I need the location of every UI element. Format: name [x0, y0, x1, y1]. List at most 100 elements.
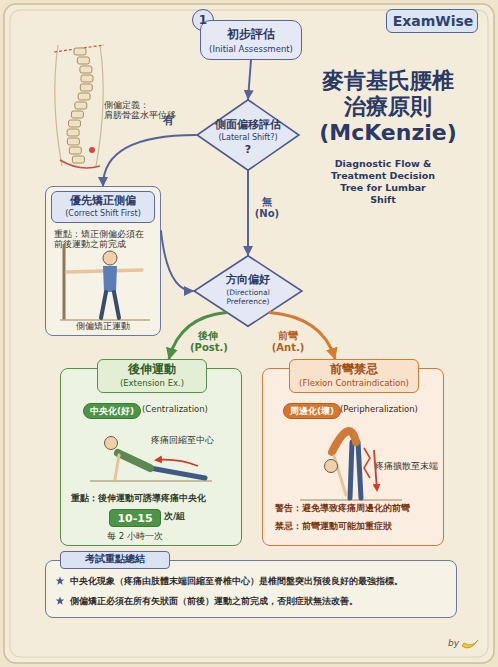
- torso-outline: [96, 45, 103, 166]
- process-box: 初步評估 (Initial Assessment): [200, 20, 302, 60]
- wall: [63, 244, 66, 320]
- node-text: (Directional Preference): [208, 288, 288, 306]
- process-box: 優先矯正側偏 (Correct Shift First) 重點：矯正側偏必須在 前後…: [45, 186, 161, 336]
- vertebra: [69, 147, 81, 154]
- star-bullet: [56, 577, 65, 585]
- vertebra: [67, 138, 79, 145]
- vertebra: [80, 84, 92, 91]
- node-text: 前彎禁忌: [289, 362, 419, 376]
- head: [103, 251, 117, 265]
- extension-figure: [90, 437, 212, 482]
- node-text: 重點：矯正側偏必須在 前後運動之前完成: [54, 229, 156, 249]
- node-text: 初步評估: [201, 27, 301, 41]
- vertebra: [74, 48, 86, 55]
- status-pill: 周邊化(壞): [283, 403, 341, 419]
- arm: [334, 456, 346, 495]
- decision-diamond: 方向偏好 (Directional Preference): [193, 255, 303, 327]
- flexion-figure: [300, 431, 402, 500]
- annotation-label: by: [448, 638, 459, 649]
- vertebra: [77, 57, 89, 64]
- vertebra: [75, 102, 87, 109]
- floor: [60, 319, 150, 321]
- annotation-label: 每 2 小時一次: [95, 531, 175, 541]
- spine-illustration: [54, 45, 104, 168]
- arms: [67, 270, 142, 272]
- node-text: ExamWise: [387, 13, 479, 30]
- pain-spot: [89, 147, 95, 153]
- flow-arrow: [169, 313, 226, 358]
- node-text: (Lateral Shift?): [196, 133, 300, 143]
- edge-label: 無 (No): [254, 196, 280, 220]
- node-text: 疼痛回縮至中心: [151, 435, 235, 445]
- node-text: 中央化(好): [84, 406, 140, 417]
- vertebra: [69, 120, 81, 127]
- pain-arrow: [374, 450, 377, 490]
- head: [105, 437, 118, 450]
- annotation-label: (Centralization): [142, 404, 208, 414]
- node-text: (Flexion Contraindication): [289, 378, 419, 388]
- brand-badge: ExamWise: [386, 9, 478, 33]
- torso: [332, 431, 356, 452]
- node-text: 警告：避免導致疼痛周邊化的前彎: [275, 503, 441, 513]
- paper-inner-border: [10, 10, 488, 657]
- leg: [358, 442, 361, 498]
- edge-label: 前彎 (Ant.): [270, 330, 306, 354]
- decision-diamond: 側面偏移評估 (Lateral Shift?)?: [196, 99, 300, 171]
- diamond-shape: [194, 256, 302, 327]
- star-bullet: [56, 597, 65, 605]
- torso: [118, 453, 150, 468]
- vertebra: [80, 66, 92, 73]
- shoulder-line: [54, 45, 104, 52]
- arm: [115, 455, 119, 479]
- vertebra: [72, 156, 84, 163]
- leg: [101, 292, 106, 318]
- node-text: 方向偏好: [193, 273, 303, 286]
- diagram-title: 麥肯基氏腰椎 治療原則 (McKenzie): [300, 68, 476, 146]
- vertebra: [78, 93, 90, 100]
- pelvis-line: [60, 160, 100, 168]
- shirt: [103, 266, 117, 292]
- leg: [114, 292, 119, 318]
- node-text: (Initial Assessment): [201, 44, 301, 54]
- flow-arrow: [103, 135, 196, 186]
- node-text: 周邊化(壞): [284, 406, 340, 417]
- pain-arrow: [156, 460, 198, 466]
- node-text: 考試重點總結: [60, 553, 170, 565]
- node-text: 重點：後伸運動可誘導疼痛中央化: [71, 493, 237, 503]
- flow-arrow: [247, 171, 249, 255]
- node-text: 疼痛擴散至末端: [375, 461, 441, 471]
- floor: [300, 499, 402, 501]
- summary-box: 考試重點總結中央化現象（疼痛由肢體末端回縮至脊椎中心）是椎間盤突出預後良好的最強…: [45, 560, 457, 618]
- paper-sheet: [4, 4, 494, 663]
- node-text: 後伸運動: [97, 362, 207, 376]
- banana-icon: [462, 640, 478, 648]
- contraindication-box: 前彎禁忌(Flexion Contraindication)疼痛擴散至末端警告：…: [262, 368, 444, 546]
- pain-marks: [364, 448, 370, 478]
- node-text: ?: [196, 143, 300, 156]
- leg: [350, 442, 352, 498]
- annotation-label: (Peripheralization): [340, 404, 418, 414]
- node-text: 中央化現象（疼痛由肢體末端回縮至脊椎中心）是椎間盤突出預後良好的最強指標。: [70, 576, 452, 586]
- status-pill: 中央化(好): [83, 403, 141, 419]
- treatment-box: 後伸運動(Extension Ex.)疼痛回縮至中心重點：後伸運動可誘導疼痛中央…: [60, 368, 242, 546]
- flow-arrow: [161, 231, 193, 291]
- legs: [150, 468, 205, 478]
- annotation-label: 次/組: [164, 511, 185, 522]
- annotation-label: Diagnostic Flow & Treatment Decision Tre…: [328, 158, 438, 206]
- flow-arrow: [248, 60, 251, 99]
- node-text: 側偏矯正必須在所有矢狀面（前後）運動之前完成，否則症狀無法改善。: [70, 596, 452, 606]
- node-text: 側面偏移評估: [196, 118, 300, 131]
- floor: [90, 480, 212, 482]
- node-text: 側偏矯正運動: [46, 321, 160, 331]
- vertebra: [67, 129, 79, 136]
- node-text: 禁忌：前彎運動可能加重症狀: [275, 521, 441, 531]
- node-text: 優先矯正側偏: [51, 194, 155, 207]
- shift-correction-figure: [60, 244, 150, 320]
- flow-arrow: [270, 313, 335, 358]
- node-text: (Correct Shift First): [51, 209, 155, 219]
- node-text: 1: [193, 13, 213, 27]
- dose-badge: 10-15: [109, 509, 161, 527]
